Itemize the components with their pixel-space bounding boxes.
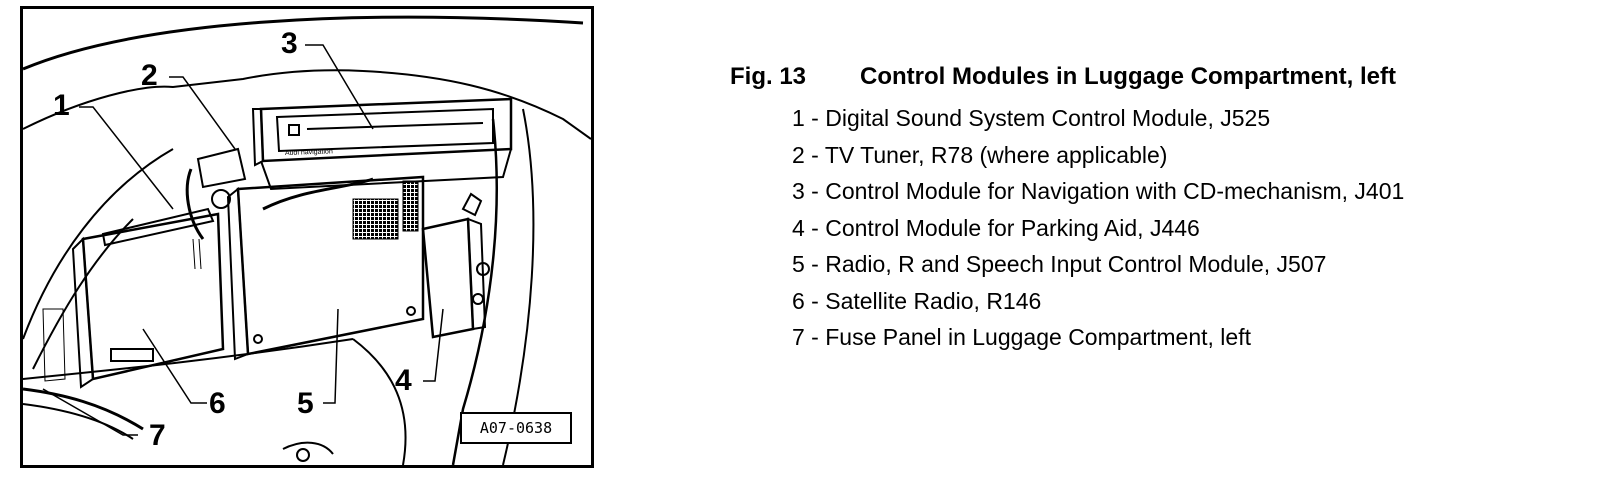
luggage-compartment-drawing: Audi navigation bbox=[23, 15, 591, 465]
callout-4: 4 bbox=[395, 364, 412, 397]
callout-3: 3 bbox=[281, 27, 298, 60]
navigation-unit-label: Audi navigation bbox=[285, 148, 333, 157]
technical-illustration: Audi navigation 1 2 3 4 5 6 7 A07-0638 bbox=[20, 6, 594, 468]
callout-2: 2 bbox=[141, 59, 158, 92]
legend-item: 2 - TV Tuner, R78 (where applicable) bbox=[792, 141, 1168, 168]
legend-item: 5 - Radio, R and Speech Input Control Mo… bbox=[792, 251, 1327, 277]
caption-title: Fig. 13 Control Modules in Luggage Compar… bbox=[730, 62, 1590, 92]
figure-code-label: A07-0638 bbox=[460, 412, 572, 444]
legend-item: 6 - Satellite Radio, R146 bbox=[792, 287, 1042, 314]
callout-7: 7 bbox=[149, 419, 166, 452]
figure-caption: Fig. 13 Control Modules in Luggage Compar… bbox=[730, 62, 1590, 362]
callout-1: 1 bbox=[53, 89, 70, 122]
callout-6: 6 bbox=[209, 387, 226, 420]
legend-item: 1 - Digital Sound System Control Module,… bbox=[792, 105, 1271, 131]
figure-number: Fig. 13 bbox=[730, 63, 807, 90]
callout-5: 5 bbox=[297, 387, 314, 420]
legend-item: 7 - Fuse Panel in Luggage Compartment, l… bbox=[792, 324, 1251, 350]
legend-list: 1 - Digital Sound System Control Module,… bbox=[730, 106, 1590, 349]
figure-title: Control Modules in Luggage Compartment, … bbox=[860, 63, 1396, 90]
legend-item: 4 - Control Module for Parking Aid, J446 bbox=[792, 214, 1200, 241]
legend-item: 3 - Control Module for Navigation with C… bbox=[792, 178, 1405, 204]
